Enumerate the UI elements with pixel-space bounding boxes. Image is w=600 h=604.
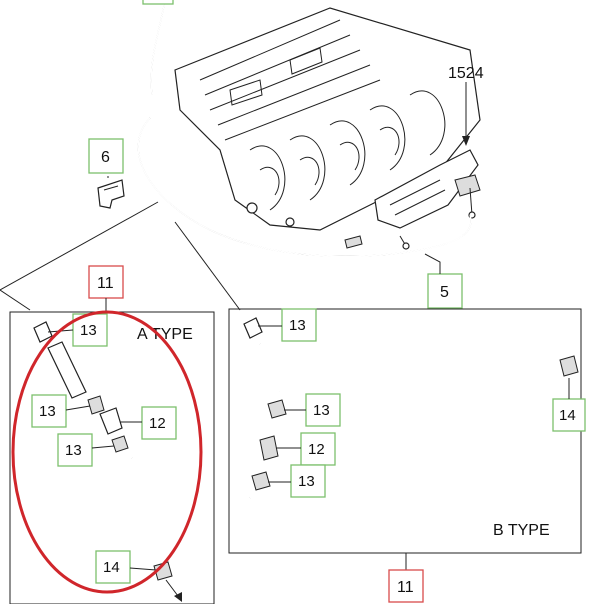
leader-5 [424, 253, 441, 274]
callout-6: 6 [101, 149, 110, 166]
arrowhead-1524 [462, 136, 470, 146]
callout-a14: 14 [103, 559, 120, 576]
callout-box-11-bottom [388, 569, 424, 603]
b-type-label: B TYPE [493, 522, 550, 539]
callout-11-top: 11 [97, 275, 114, 292]
callout-box-b14 [552, 398, 586, 432]
callout-a13-top: 13 [80, 322, 97, 339]
leader-a13-low [91, 445, 115, 449]
callout-box-6 [88, 138, 124, 174]
callout-box-11-top [88, 265, 124, 299]
callout-box-b12 [300, 432, 336, 466]
callout-box-a14 [95, 550, 131, 584]
callout-b13-top: 13 [289, 317, 306, 334]
bolt-head [402, 242, 410, 250]
b-type-hose-assembly [243, 317, 579, 529]
callout-a13-mid: 13 [39, 403, 56, 420]
callout-box-a13-mid [31, 394, 67, 428]
callout-5: 5 [440, 284, 449, 301]
callout-1524: 1524 [448, 65, 484, 82]
callout-a13-low: 13 [65, 442, 82, 459]
b-type-panel [228, 308, 582, 554]
highlight-ellipse [11, 310, 203, 594]
callout-box-top-partial [142, 0, 174, 5]
a-type-label: A TYPE [137, 326, 193, 343]
leader-to-a-type-2 [0, 289, 31, 311]
callout-a12: 12 [149, 415, 166, 432]
callout-box-b13-top [281, 308, 317, 342]
hose-5-connector [344, 235, 363, 249]
callout-b14: 14 [559, 407, 576, 424]
callout-b13-low: 13 [298, 473, 315, 490]
leader-to-b-type [174, 221, 241, 311]
hose-5-inner [137, 117, 472, 258]
callout-box-b13-low [290, 464, 326, 498]
hose-top-outer [150, 0, 166, 96]
leader-to-a-type [0, 201, 159, 291]
intake-manifold [174, 7, 481, 231]
callout-box-5 [427, 273, 463, 309]
callout-box-a13-low [57, 433, 93, 467]
throttle-body [374, 149, 481, 229]
callout-11-bottom: 11 [397, 579, 414, 596]
leader-a14 [129, 567, 157, 571]
callout-box-b13-mid [305, 393, 341, 427]
leader-a13-mid [65, 405, 91, 411]
callout-b13-mid: 13 [313, 402, 330, 419]
hose-top-inner [150, 0, 166, 96]
clip-part-6 [97, 179, 125, 209]
a-type-hose-assembly [33, 321, 182, 602]
callout-b12: 12 [308, 441, 325, 458]
callout-box-a12 [141, 406, 177, 440]
